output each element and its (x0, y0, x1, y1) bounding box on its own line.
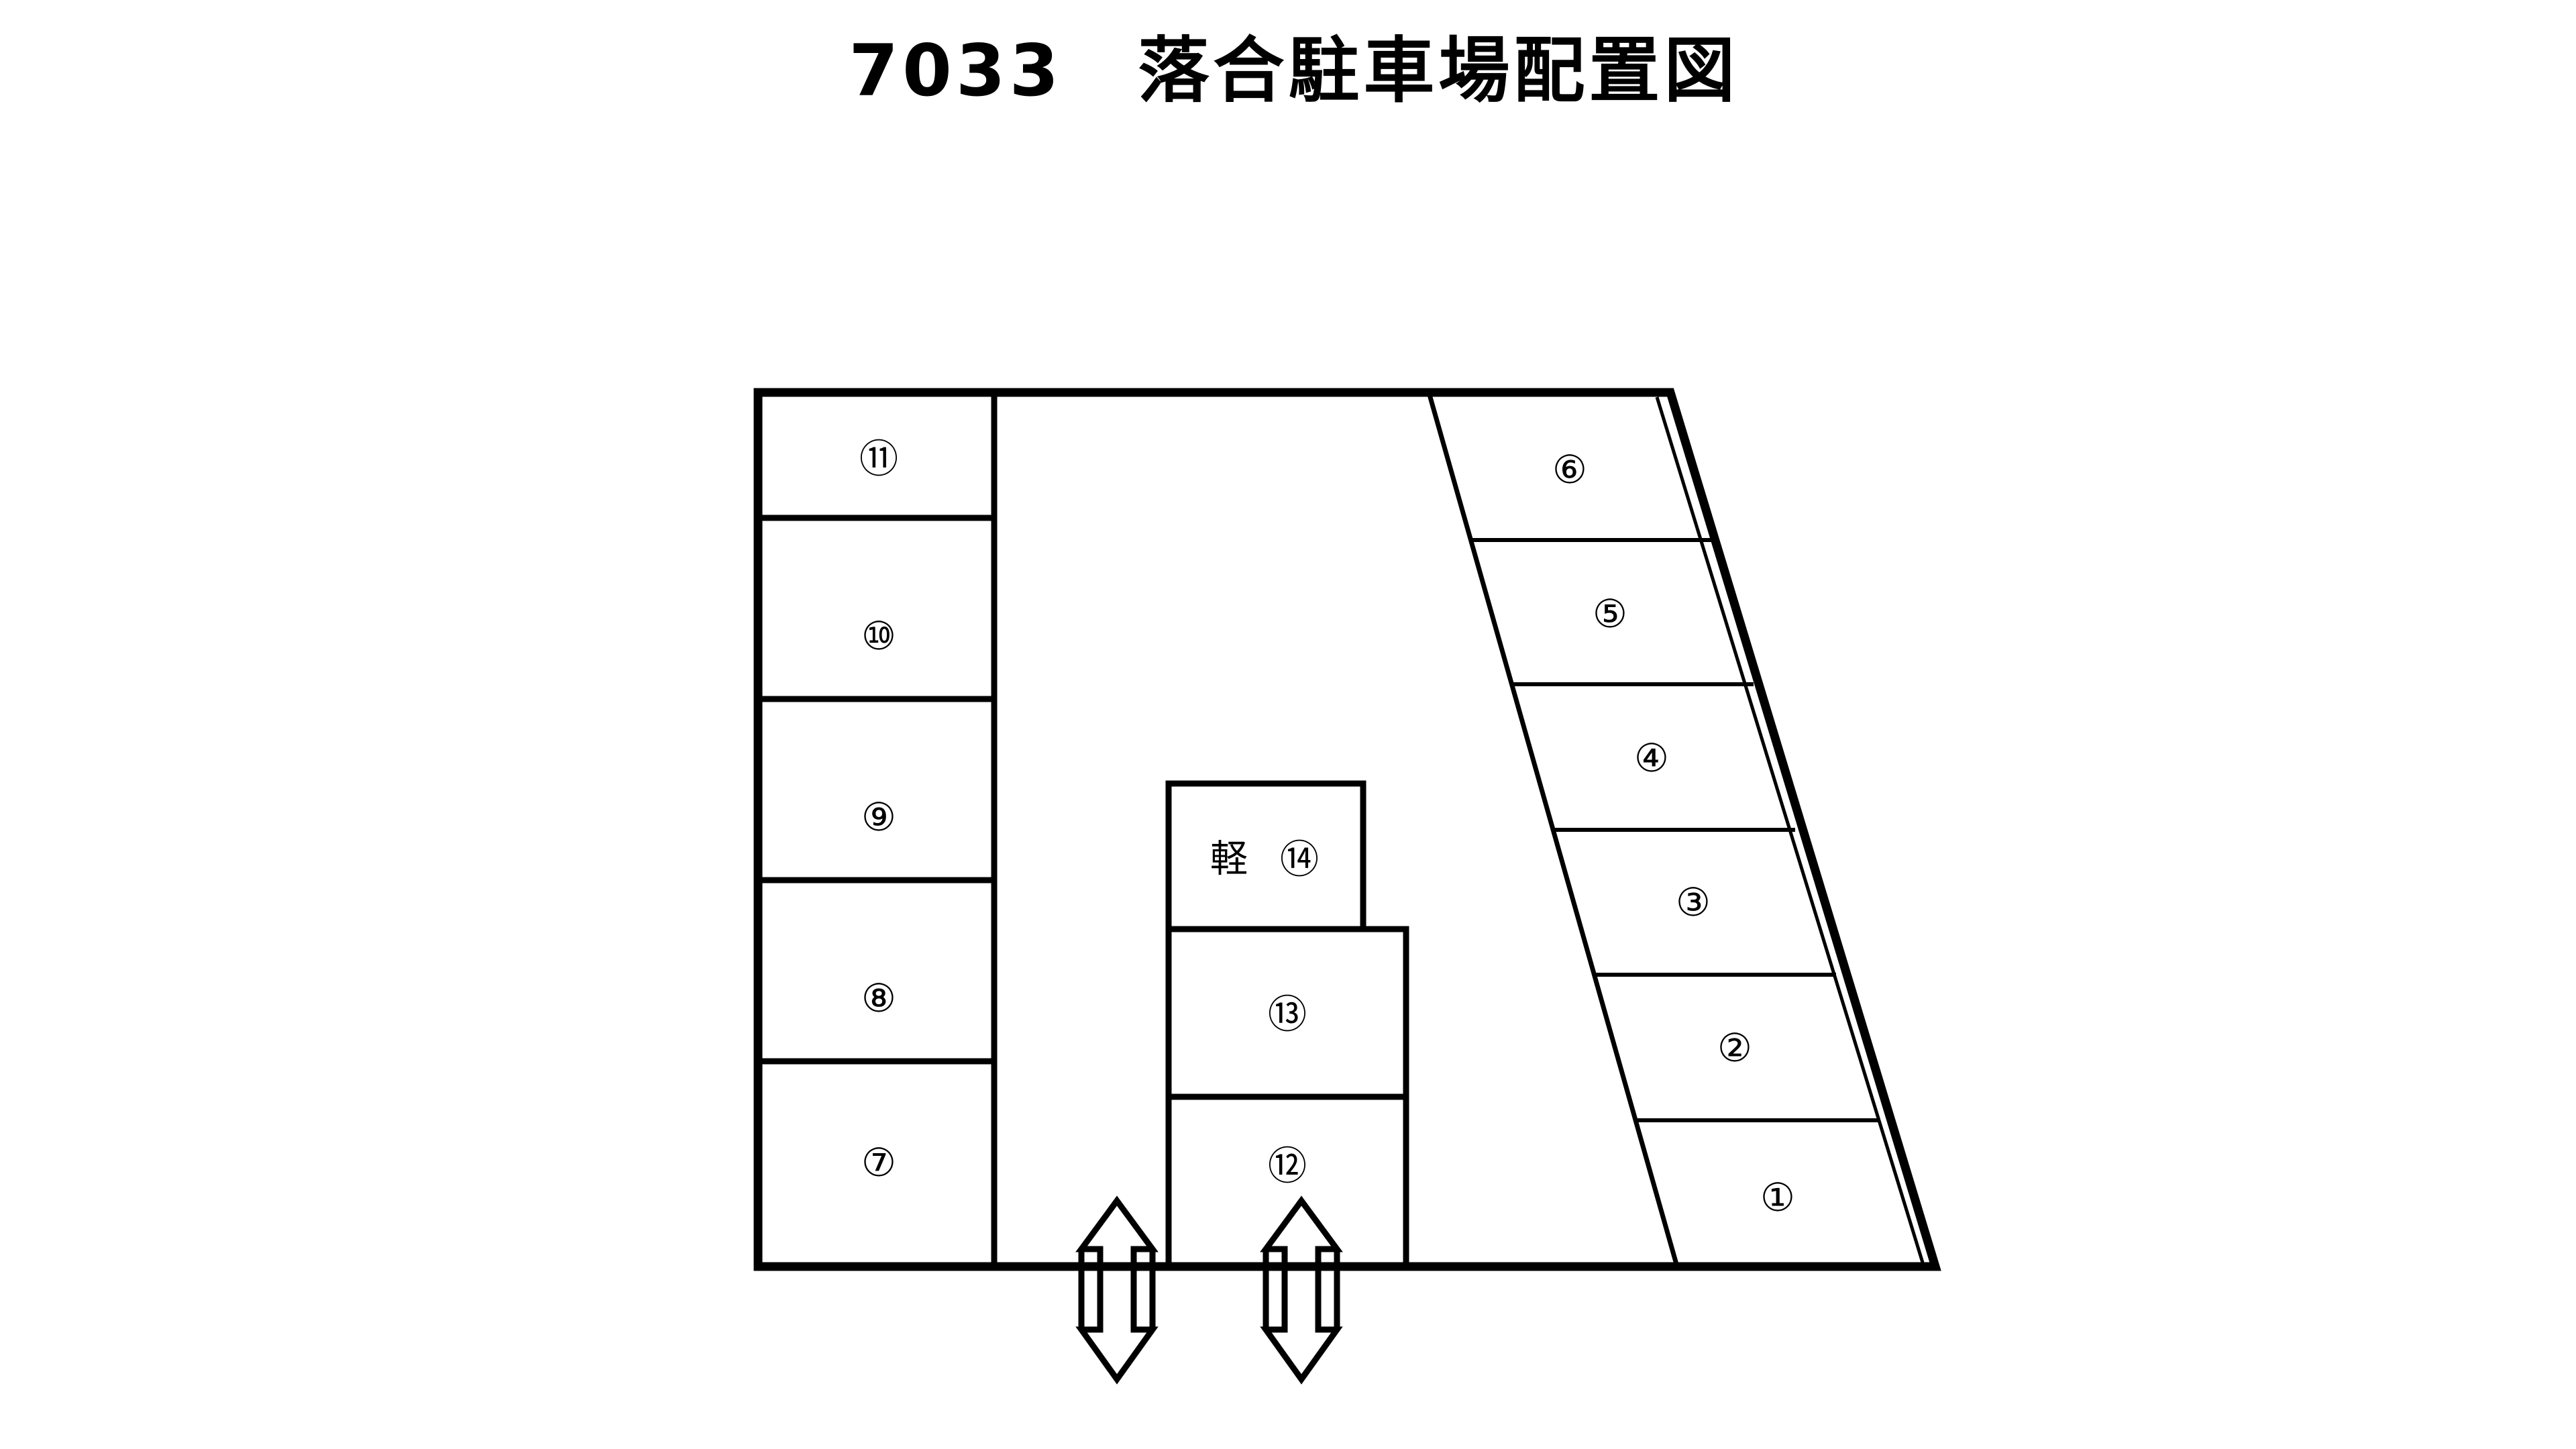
stall-10[interactable]: ⑩ (758, 518, 994, 663)
stall-4-label: ④ (1634, 735, 1669, 781)
stall-3-label: ③ (1676, 879, 1711, 925)
center-block-group: 軽 ⑭ ⑬ ⑫ (1165, 780, 1409, 1270)
stall-6[interactable]: ⑥ (1429, 392, 1713, 540)
stall-5-label: ⑤ (1593, 591, 1627, 637)
entrance-arrow-right[interactable] (1260, 1195, 1343, 1385)
stall-11-label: ⑪ (859, 436, 898, 482)
entrance-arrow-left-icon[interactable] (1075, 1195, 1159, 1385)
stall-8-label: ⑧ (861, 975, 896, 1021)
stall-6-label: ⑥ (1552, 447, 1587, 492)
stall-12[interactable]: ⑫ (1165, 1093, 1409, 1270)
stall-2-label: ② (1717, 1025, 1752, 1071)
stall-14-label: ⑭ (1280, 837, 1319, 882)
stall-14[interactable]: 軽 ⑭ (1165, 780, 1366, 932)
stall-13-label: ⑬ (1268, 991, 1307, 1037)
entrance-arrow-left[interactable] (1075, 1195, 1159, 1385)
left-column-group: ⑪ ⑩ ⑨ ⑧ (758, 392, 998, 1267)
page-title-text: 7033 落合駐車場配置図 (849, 30, 1739, 112)
stall-8[interactable]: ⑧ (758, 880, 994, 1026)
stall-1[interactable]: ① (1635, 1120, 1935, 1267)
stall-10-label: ⑩ (861, 613, 896, 659)
stall-9-label: ⑨ (861, 794, 896, 840)
bottom-boundary-overlay (758, 1249, 1935, 1330)
stall-9[interactable]: ⑨ (758, 699, 994, 845)
page-title: 7033 落合駐車場配置図 (0, 20, 2576, 123)
stall-1-label: ① (1760, 1175, 1795, 1220)
stall-7-label: ⑦ (861, 1140, 896, 1185)
stall-4[interactable]: ④ (1511, 684, 1795, 830)
stall-7[interactable]: ⑦ (758, 1061, 994, 1267)
stall-12-label: ⑫ (1268, 1143, 1307, 1189)
stall-14-kei-mark: 軽 (1210, 838, 1248, 881)
stall-2[interactable]: ② (1594, 975, 1878, 1120)
right-slanted-band-group: ⑥ ⑤ ④ ③ (1426, 392, 1935, 1267)
stall-3[interactable]: ③ (1553, 830, 1836, 975)
stall-11[interactable]: ⑪ (758, 392, 994, 518)
stall-5[interactable]: ⑤ (1470, 540, 1754, 684)
entrance-arrow-right-icon[interactable] (1260, 1195, 1343, 1385)
stall-13[interactable]: ⑬ (1165, 926, 1409, 1100)
stall-13-area[interactable] (1165, 926, 1409, 1100)
stall-14-area[interactable] (1165, 780, 1366, 932)
